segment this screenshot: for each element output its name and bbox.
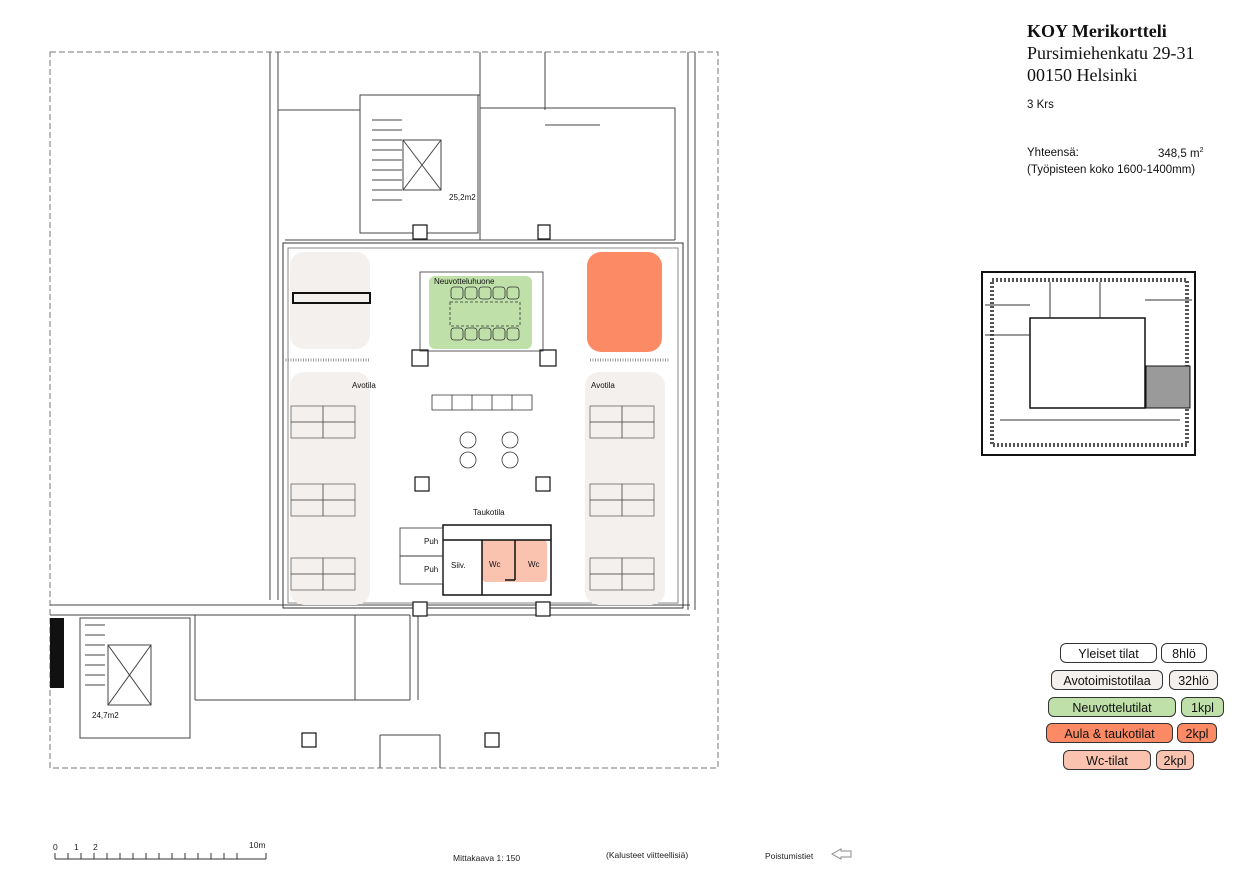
meeting-chair	[478, 286, 492, 300]
legend-lobby-label: Aula & taukotilat	[1046, 723, 1173, 743]
exit-label: Poistumistiet	[765, 851, 814, 861]
meeting-chair	[464, 286, 478, 300]
meeting-room-label: Neuvotteluhuone	[434, 277, 495, 286]
legend-open-office-label: Avotoimistotilaa	[1051, 670, 1163, 690]
phone-room-1-label: Puh	[424, 537, 439, 546]
cleaning-room-label: Siiv.	[451, 561, 466, 570]
zone-meeting-room	[429, 276, 532, 349]
legend-common-label: Yleiset tilat	[1060, 643, 1157, 663]
street-address: Pursimiehenkatu 29-31	[1027, 43, 1195, 63]
floor-label: 3 Krs	[1027, 99, 1054, 111]
zone-lounge-right	[587, 252, 662, 352]
meeting-chair	[492, 327, 506, 341]
legend-wc-label: Wc-tilat	[1063, 750, 1151, 770]
phone-room-2-label: Puh	[424, 565, 439, 574]
legend-meeting-count: 1kpl	[1181, 697, 1224, 717]
scale-bar	[54, 853, 267, 860]
city: 00150 Helsinki	[1027, 65, 1138, 85]
scale-tick-1: 1	[74, 842, 79, 852]
desk	[322, 573, 356, 591]
scale-tick-10m: 10m	[249, 840, 266, 850]
scale-tick-0: 0	[53, 842, 58, 852]
total-label: Yhteensä:	[1027, 147, 1079, 159]
open-office-left-label: Avotila	[352, 381, 376, 390]
building-name: KOY Merikortteli	[1027, 21, 1167, 41]
break-room-label: Taukotila	[473, 508, 505, 517]
stair-bottom-area-label: 24,7m2	[92, 711, 119, 720]
legend-open-office-count: 32hlö	[1169, 670, 1218, 690]
workstation-size-note: (Työpisteen koko 1600-1400mm)	[1027, 164, 1196, 176]
open-office-right-label: Avotila	[591, 381, 615, 390]
desk	[322, 499, 356, 517]
meeting-chair	[450, 286, 464, 300]
scale-text: Mittakaava 1: 150	[453, 853, 521, 863]
scale-tick-2: 2	[93, 842, 98, 852]
meeting-chair	[464, 327, 478, 341]
meeting-chair	[506, 327, 520, 341]
wc-1-label: Wc	[489, 560, 501, 569]
legend-meeting-label: Neuvottelutilat	[1048, 697, 1176, 717]
furniture-note: (Kalusteet viitteellisiä)	[606, 850, 689, 860]
legend-wc-count: 2kpl	[1156, 750, 1194, 770]
meeting-chair	[506, 286, 520, 300]
legend-common-count: 8hlö	[1161, 643, 1207, 663]
desk	[322, 421, 356, 439]
legend-lobby-count: 2kpl	[1177, 723, 1217, 743]
desk	[621, 573, 655, 591]
wc-2-label: Wc	[528, 560, 540, 569]
zone-open-right	[585, 372, 665, 605]
meeting-chair	[492, 286, 506, 300]
stair-top-area-label: 25,2m2	[449, 193, 476, 202]
total-area: 348,5 m2	[1158, 147, 1204, 160]
key-plan-minimap	[981, 271, 1196, 456]
zone-open-left	[290, 372, 370, 605]
desk	[621, 421, 655, 439]
exit-arrow-icon	[830, 848, 852, 860]
meeting-chair	[450, 327, 464, 341]
zone-lounge-left	[290, 252, 370, 349]
meeting-chair	[478, 327, 492, 341]
address-block: KOY Merikortteli Pursimiehenkatu 29-31 0…	[1027, 20, 1194, 86]
desk	[621, 499, 655, 517]
